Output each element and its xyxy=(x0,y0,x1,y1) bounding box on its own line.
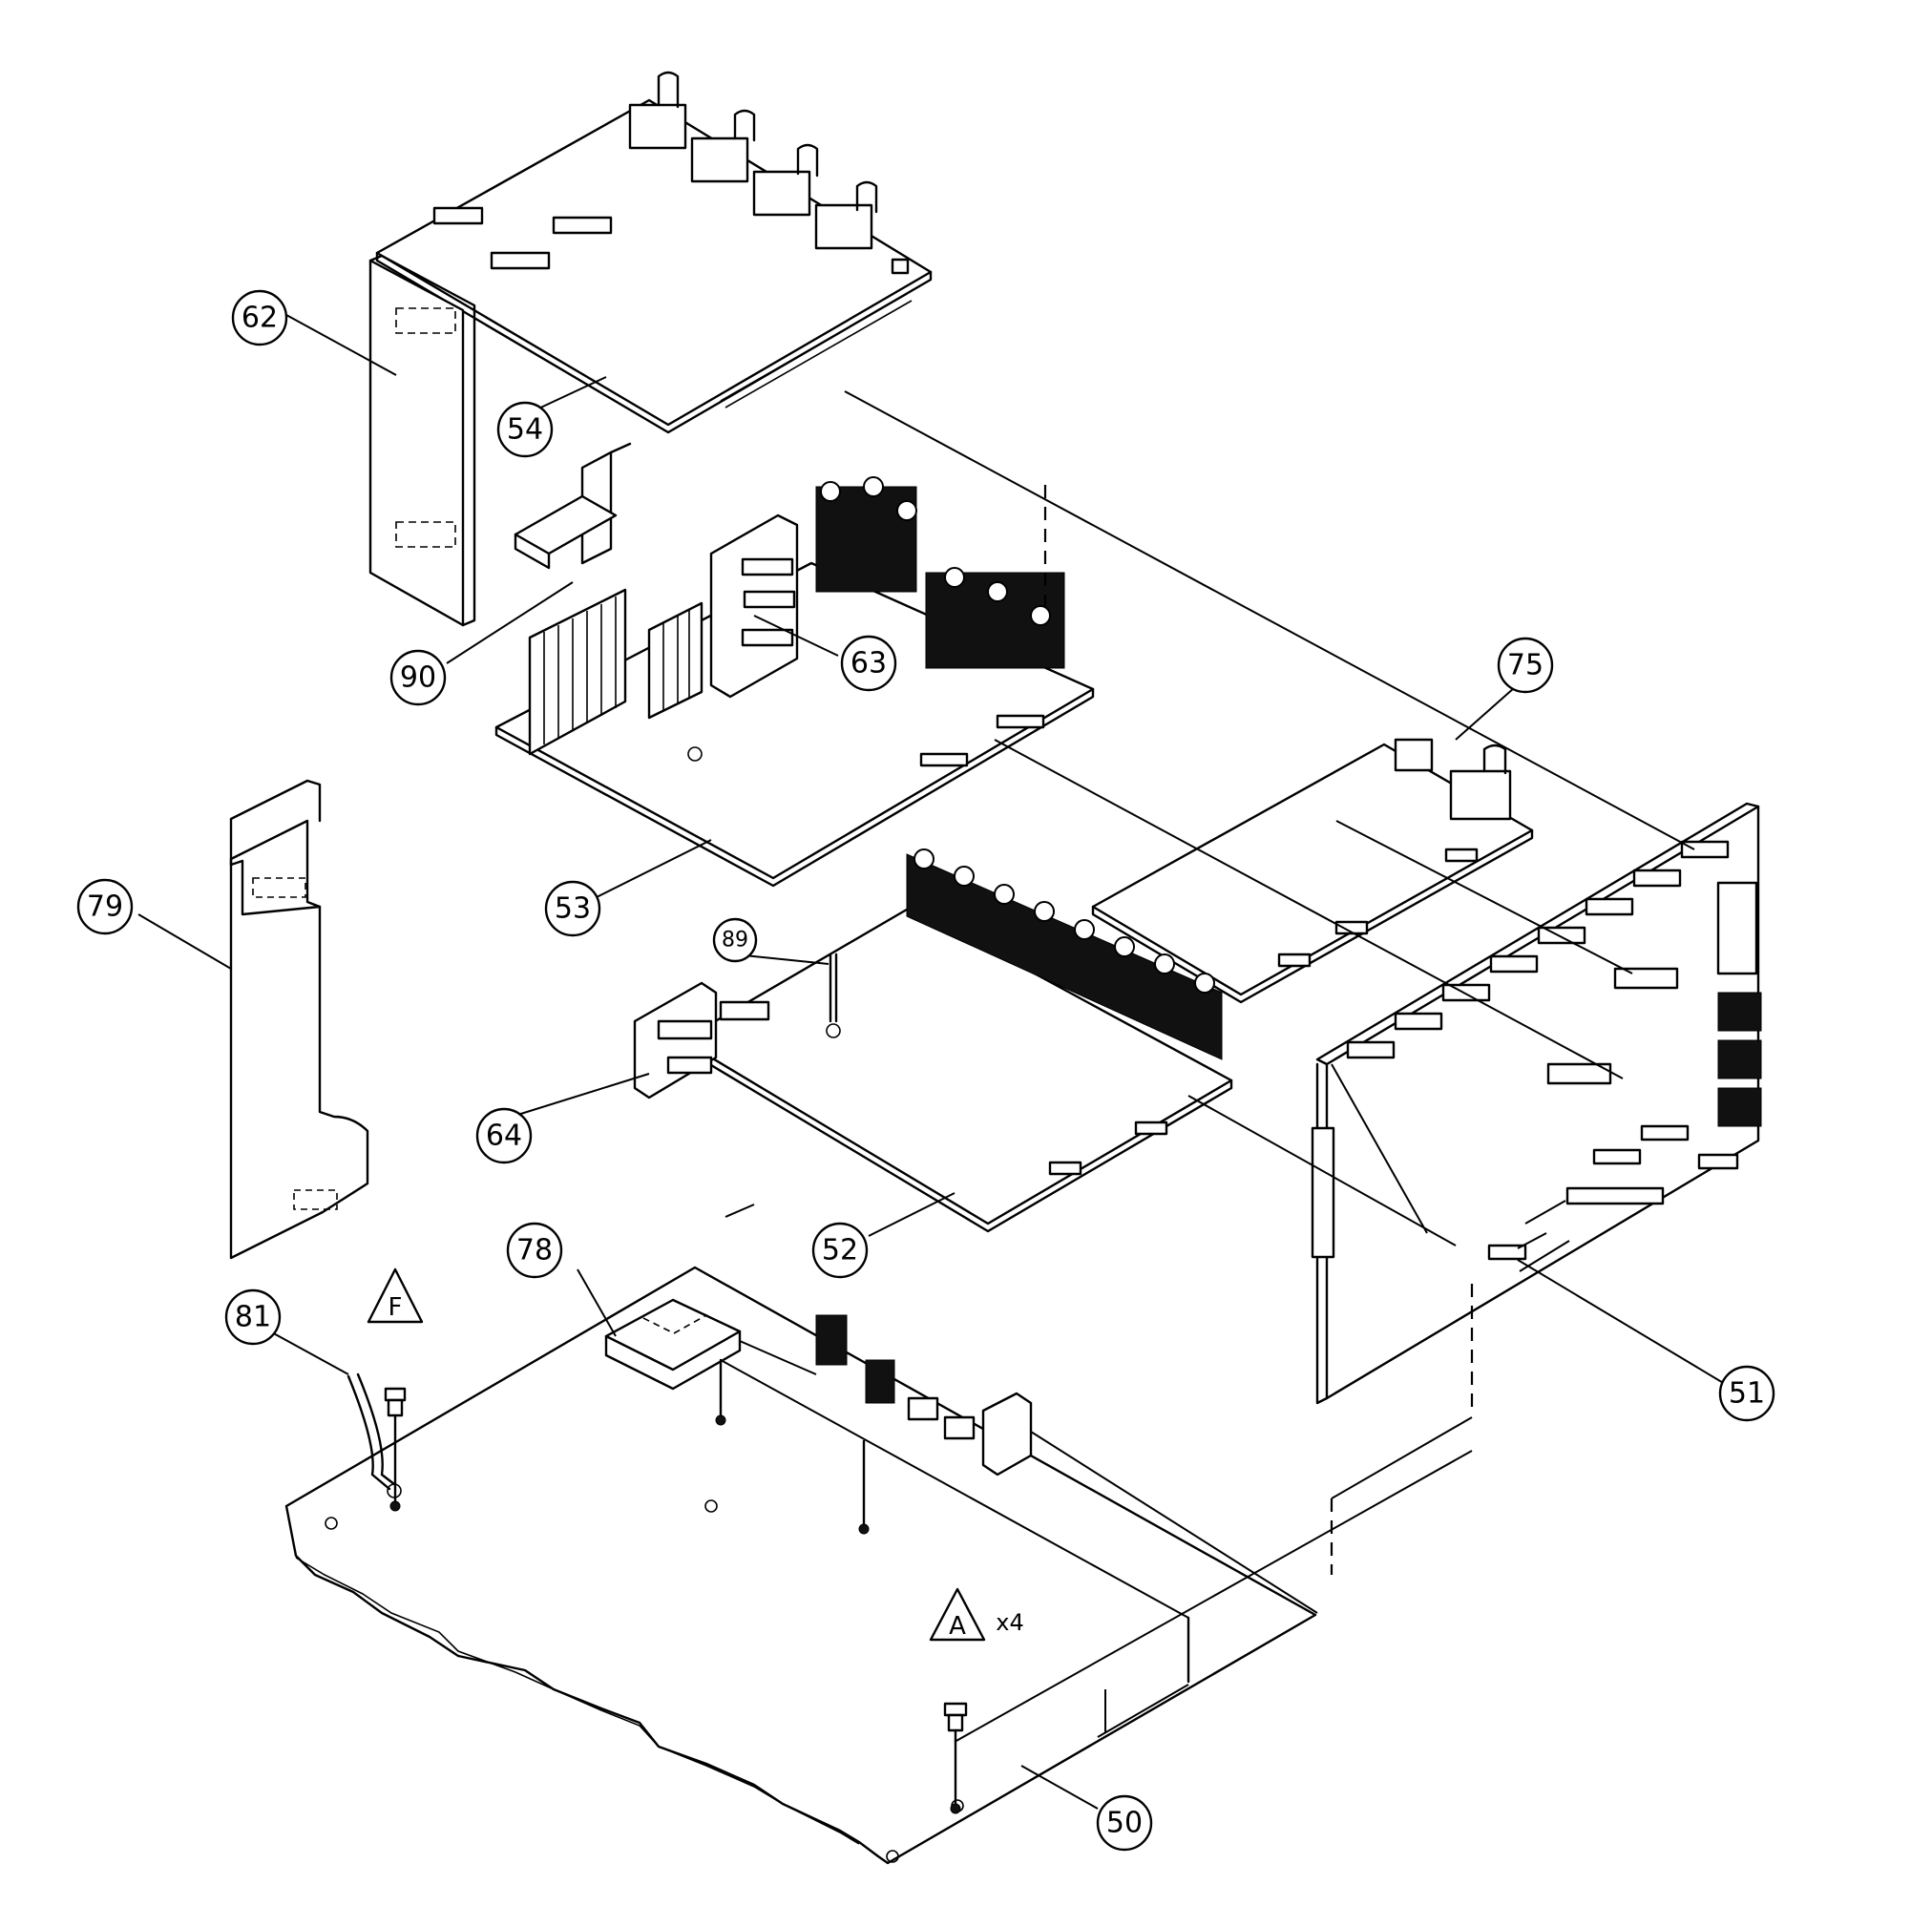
svg-text:89: 89 xyxy=(722,929,748,953)
heatsink-small xyxy=(647,601,704,720)
svg-text:52: 52 xyxy=(822,1234,858,1267)
module-78 xyxy=(604,1298,742,1391)
screw-a xyxy=(943,1702,968,1814)
screw-mark-a: A x4 xyxy=(929,1587,1024,1642)
leader-lines xyxy=(137,314,1726,1810)
bracket-90 xyxy=(514,442,632,570)
callout-89: 89 xyxy=(712,917,758,963)
svg-text:62: 62 xyxy=(242,302,278,335)
callout-90: 90 xyxy=(389,649,447,706)
heatsink-large xyxy=(528,588,627,756)
svg-text:A: A xyxy=(949,1612,966,1641)
svg-text:78: 78 xyxy=(516,1234,553,1267)
board-52 xyxy=(633,848,1233,1233)
callout-62: 62 xyxy=(231,289,288,346)
board-75 xyxy=(1091,738,1534,1004)
svg-text:51: 51 xyxy=(1729,1377,1765,1411)
board-51 xyxy=(1311,802,1762,1405)
svg-text:64: 64 xyxy=(486,1120,522,1153)
board-63 xyxy=(709,513,799,699)
relay-block xyxy=(628,71,878,250)
screw-f xyxy=(384,1387,407,1512)
svg-text:90: 90 xyxy=(400,661,436,695)
screw-mark-f: F xyxy=(367,1267,424,1324)
callout-52: 52 xyxy=(811,1222,869,1279)
callout-50: 50 xyxy=(1096,1794,1153,1852)
svg-text:x4: x4 xyxy=(996,1609,1023,1636)
svg-text:54: 54 xyxy=(507,413,543,447)
chassis-50 xyxy=(284,1266,1317,1865)
callout-51: 51 xyxy=(1718,1365,1775,1422)
callout-75: 75 xyxy=(1497,637,1554,694)
board-62 xyxy=(368,254,476,627)
callout-79: 79 xyxy=(76,878,134,935)
callout-81: 81 xyxy=(224,1288,282,1346)
svg-text:50: 50 xyxy=(1106,1807,1143,1840)
callout-54: 54 xyxy=(496,401,554,458)
board-64 xyxy=(633,981,770,1100)
svg-text:75: 75 xyxy=(1507,649,1544,682)
svg-text:63: 63 xyxy=(850,647,887,681)
board-53 xyxy=(494,476,1095,888)
board-54 xyxy=(375,71,933,434)
rca-jacks-53 xyxy=(815,476,1065,669)
assembly-lines xyxy=(720,390,1695,1743)
callout-63: 63 xyxy=(840,635,897,692)
rca-jacks-52 xyxy=(906,848,1223,1060)
svg-text:79: 79 xyxy=(87,890,123,924)
svg-text:53: 53 xyxy=(555,892,591,926)
callout-78: 78 xyxy=(506,1222,563,1279)
board-79 xyxy=(229,779,369,1260)
callout-53: 53 xyxy=(544,880,601,937)
svg-text:F: F xyxy=(388,1293,403,1322)
callout-64: 64 xyxy=(475,1107,533,1164)
svg-text:81: 81 xyxy=(235,1301,271,1334)
jacks-51 xyxy=(1716,881,1762,1127)
